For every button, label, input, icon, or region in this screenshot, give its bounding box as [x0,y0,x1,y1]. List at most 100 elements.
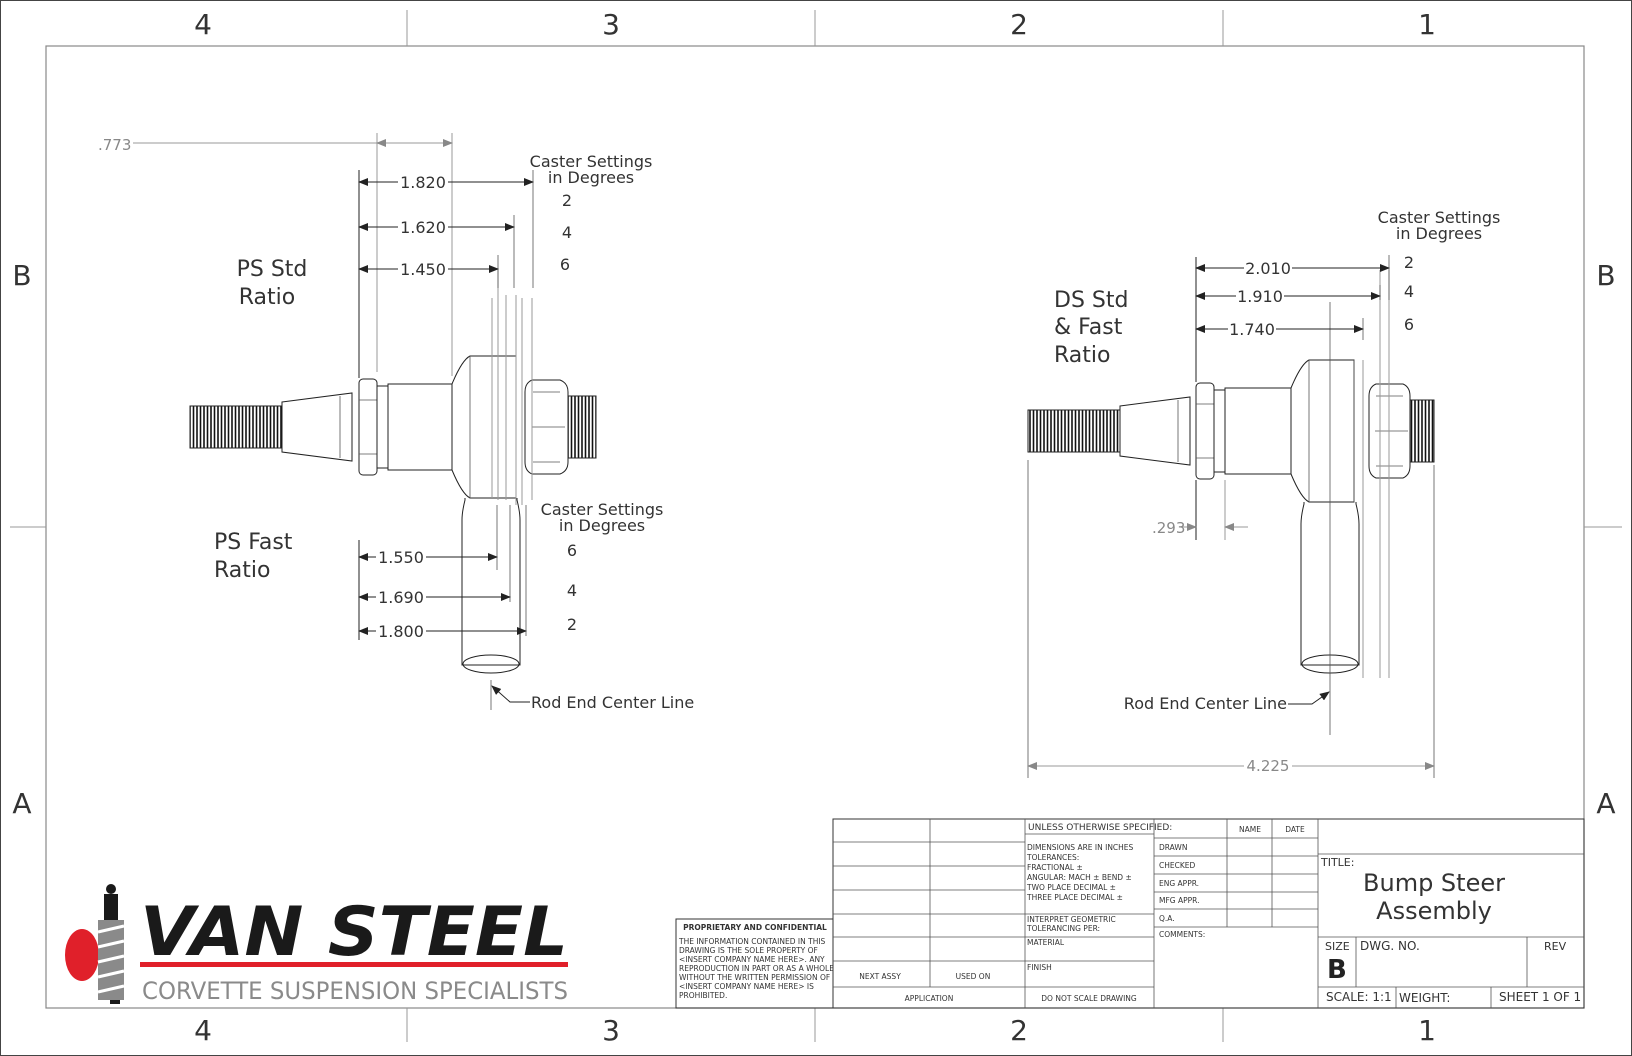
ps-std-label-line2: Ratio [239,285,295,310]
left-stud-taper [281,392,353,462]
unless-specified: UNLESS OTHERWISE SPECIFIED: [1028,823,1172,833]
right-caster-3: 6 [1404,315,1414,334]
rev-label: REV [1544,940,1567,953]
next-assy-label: NEXT ASSY [859,972,901,981]
logo-brand: VAN STEEL [140,893,568,972]
used-on-label: USED ON [956,972,991,981]
zone-col-top-4: 4 [194,8,212,41]
date-header: DATE [1285,825,1305,834]
right-caster-line2: in Degrees [1396,224,1482,243]
title-label: TITLE: [1320,856,1354,869]
tolerance-line-2: TOLERANCES: [1026,853,1079,862]
left-caster-bottom-line1: Caster Settings [541,500,664,519]
drawing-title-line1: Bump Steer [1363,869,1505,897]
left-fast-dim-3: 1.800 [378,622,424,641]
sheet-label: SHEET 1 OF 1 [1499,990,1581,1004]
left-std-caster-3: 6 [560,255,570,274]
coilover-icon [65,884,125,1004]
left-caster-top-line2: in Degrees [548,168,634,187]
role-drawn: DRAWN [1159,843,1187,852]
interpret-line-1: INTERPRET GEOMETRIC [1027,915,1116,924]
logo-tagline: CORVETTE SUSPENSION SPECIALISTS [142,977,568,1005]
tolerance-line-3: FRACTIONAL ± [1027,863,1083,872]
proprietary-line-7: PROHIBITED. [679,991,727,1000]
left-fast-caster-2: 4 [567,581,577,600]
left-std-caster-1: 2 [562,191,572,210]
left-spacer [376,385,389,469]
left-dim-773: .773 [98,136,131,154]
proprietary-line-3: <INSERT COMPANY NAME HERE>. ANY [679,955,825,964]
zone-col-bottom-2: 2 [1010,1014,1028,1047]
material-label: MATERIAL [1027,938,1065,947]
tolerance-line-6: THREE PLACE DECIMAL ± [1026,893,1123,902]
role-mfg-appr: MFG APPR. [1159,896,1200,905]
zone-row-right-b: B [1596,259,1615,292]
zone-col-top-3: 3 [602,8,620,41]
right-spacer [1213,389,1226,473]
left-hex-nut [524,379,569,475]
ds-label-line2: & Fast [1054,315,1123,340]
proprietary-line-4: REPRODUCTION IN PART OR AS A WHOLE [679,964,834,973]
right-overall-dim: 4.225 [1247,757,1290,775]
left-tube [387,383,453,471]
ds-label-line3: Ratio [1054,343,1110,368]
zone-row-left-b: B [12,259,31,292]
left-std-dim-3: 1.450 [400,260,446,279]
ps-std-label-line1: PS Std [237,257,308,282]
name-header: NAME [1239,825,1261,834]
zone-row-left-a: A [12,787,31,820]
application-label: APPLICATION [905,994,954,1003]
title-block: PROPRIETARY AND CONFIDENTIAL THE INFORMA… [675,818,1585,1009]
size-value: B [1327,955,1347,985]
left-stud-thread [189,405,283,449]
left-end-thread [567,395,597,459]
scale-label: SCALE: 1:1 [1326,990,1392,1004]
right-assembly-view: 2.010 1.910 1.740 2 4 6 Caster Settings … [1027,208,1500,778]
proprietary-line-2: DRAWING IS THE SOLE PROPERTY OF [679,946,818,955]
left-fast-dim-2: 1.690 [378,588,424,607]
weight-label: WEIGHT: [1399,991,1450,1005]
right-stud-thread [1027,409,1121,453]
zone-row-right-a: A [1596,787,1615,820]
right-caster-1: 2 [1404,253,1414,272]
zone-col-top-1: 1 [1418,8,1436,41]
ds-label-line1: DS Std [1054,288,1128,313]
zone-col-top-2: 2 [1010,8,1028,41]
right-stud-taper [1119,396,1191,466]
right-dim-293: .293 [1152,519,1185,537]
left-std-dim-2: 1.620 [400,218,446,237]
right-hex-nut [1368,383,1411,479]
role-checked: CHECKED [1159,861,1196,870]
proprietary-line-6: <INSERT COMPANY NAME HERE> IS [679,982,814,991]
right-jam-nut [1195,382,1215,480]
left-assembly-view: .773 1.820 1.620 1.450 2 4 6 Caster Sett… [98,133,694,712]
left-caster-top-line1: Caster Settings [530,152,653,171]
proprietary-line-1: THE INFORMATION CONTAINED IN THIS [678,937,826,946]
interpret-line-2: TOLERANCING PER: [1026,924,1100,933]
right-end-thread [1409,399,1435,463]
right-dim-3: 1.740 [1229,320,1275,339]
ps-fast-label-line2: Ratio [214,558,270,583]
left-centerline-label: Rod End Center Line [531,693,694,712]
logo-red-bar [140,962,568,967]
van-steel-logo: VAN STEEL CORVETTE SUSPENSION SPECIALIST… [65,884,568,1005]
zone-col-bottom-3: 3 [602,1014,620,1047]
left-caster-bottom-line2: in Degrees [559,516,645,535]
do-not-scale: DO NOT SCALE DRAWING [1041,994,1137,1003]
tolerance-line-1: DIMENSIONS ARE IN INCHES [1027,843,1134,852]
zone-col-bottom-4: 4 [194,1014,212,1047]
comments-label: COMMENTS: [1159,930,1205,939]
left-rod-shank [461,498,521,666]
tolerance-line-4: ANGULAR: MACH ± BEND ± [1027,873,1132,882]
drawing-title-line2: Assembly [1376,897,1492,925]
left-std-caster-2: 4 [562,223,572,242]
left-fast-dim-1: 1.550 [378,548,424,567]
right-caster-2: 4 [1404,282,1414,301]
size-label: SIZE [1325,940,1350,953]
tolerance-line-5: TWO PLACE DECIMAL ± [1026,883,1116,892]
left-std-dim-1: 1.820 [400,173,446,192]
right-rod-end-head [1290,359,1355,503]
role-qa: Q.A. [1159,914,1175,923]
finish-label: FINISH [1027,963,1052,972]
